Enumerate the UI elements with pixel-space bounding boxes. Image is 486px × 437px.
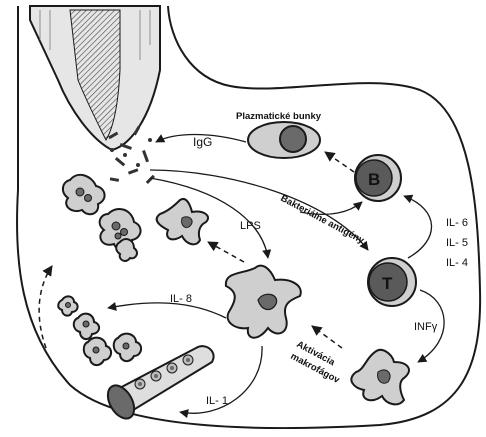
il8-label: IL- 8 xyxy=(170,293,192,305)
plasma-cells-label: Plazmatické bunky xyxy=(236,111,322,122)
macrophage-activation-arrow xyxy=(312,326,342,348)
macrophage-to-upper-arrow xyxy=(208,242,244,262)
il4-label: IL- 4 xyxy=(446,257,468,269)
neutrophil-cluster-upper xyxy=(63,175,141,261)
neutrophil-cluster-lower xyxy=(58,296,141,365)
il5-label: IL- 5 xyxy=(446,237,468,249)
blood-vessel xyxy=(102,346,213,423)
t-to-b-arrow xyxy=(404,196,432,258)
infg-label: INFγ xyxy=(414,321,438,333)
b-cell: B xyxy=(355,155,401,201)
macrophage-upper xyxy=(157,199,208,244)
il8-arrow xyxy=(108,303,226,318)
recruitment-arrow xyxy=(39,266,52,348)
t-cell-label: T xyxy=(382,274,393,293)
macrophage-central xyxy=(226,266,301,338)
tooth-pocket xyxy=(30,6,160,150)
bacterial-antigens-label: Bakteriálne antigény xyxy=(279,193,367,247)
b-to-plasma-arrow xyxy=(325,152,354,172)
macrophage-lower-right xyxy=(351,350,409,404)
igg-label: IgG xyxy=(193,135,212,149)
t-cell: T xyxy=(368,258,416,306)
il6-label: IL- 6 xyxy=(446,217,468,229)
b-cell-label: B xyxy=(368,170,380,189)
il1-label: IL- 1 xyxy=(206,395,228,407)
lps-label: LPS xyxy=(240,220,261,232)
plasma-cell xyxy=(248,122,320,158)
